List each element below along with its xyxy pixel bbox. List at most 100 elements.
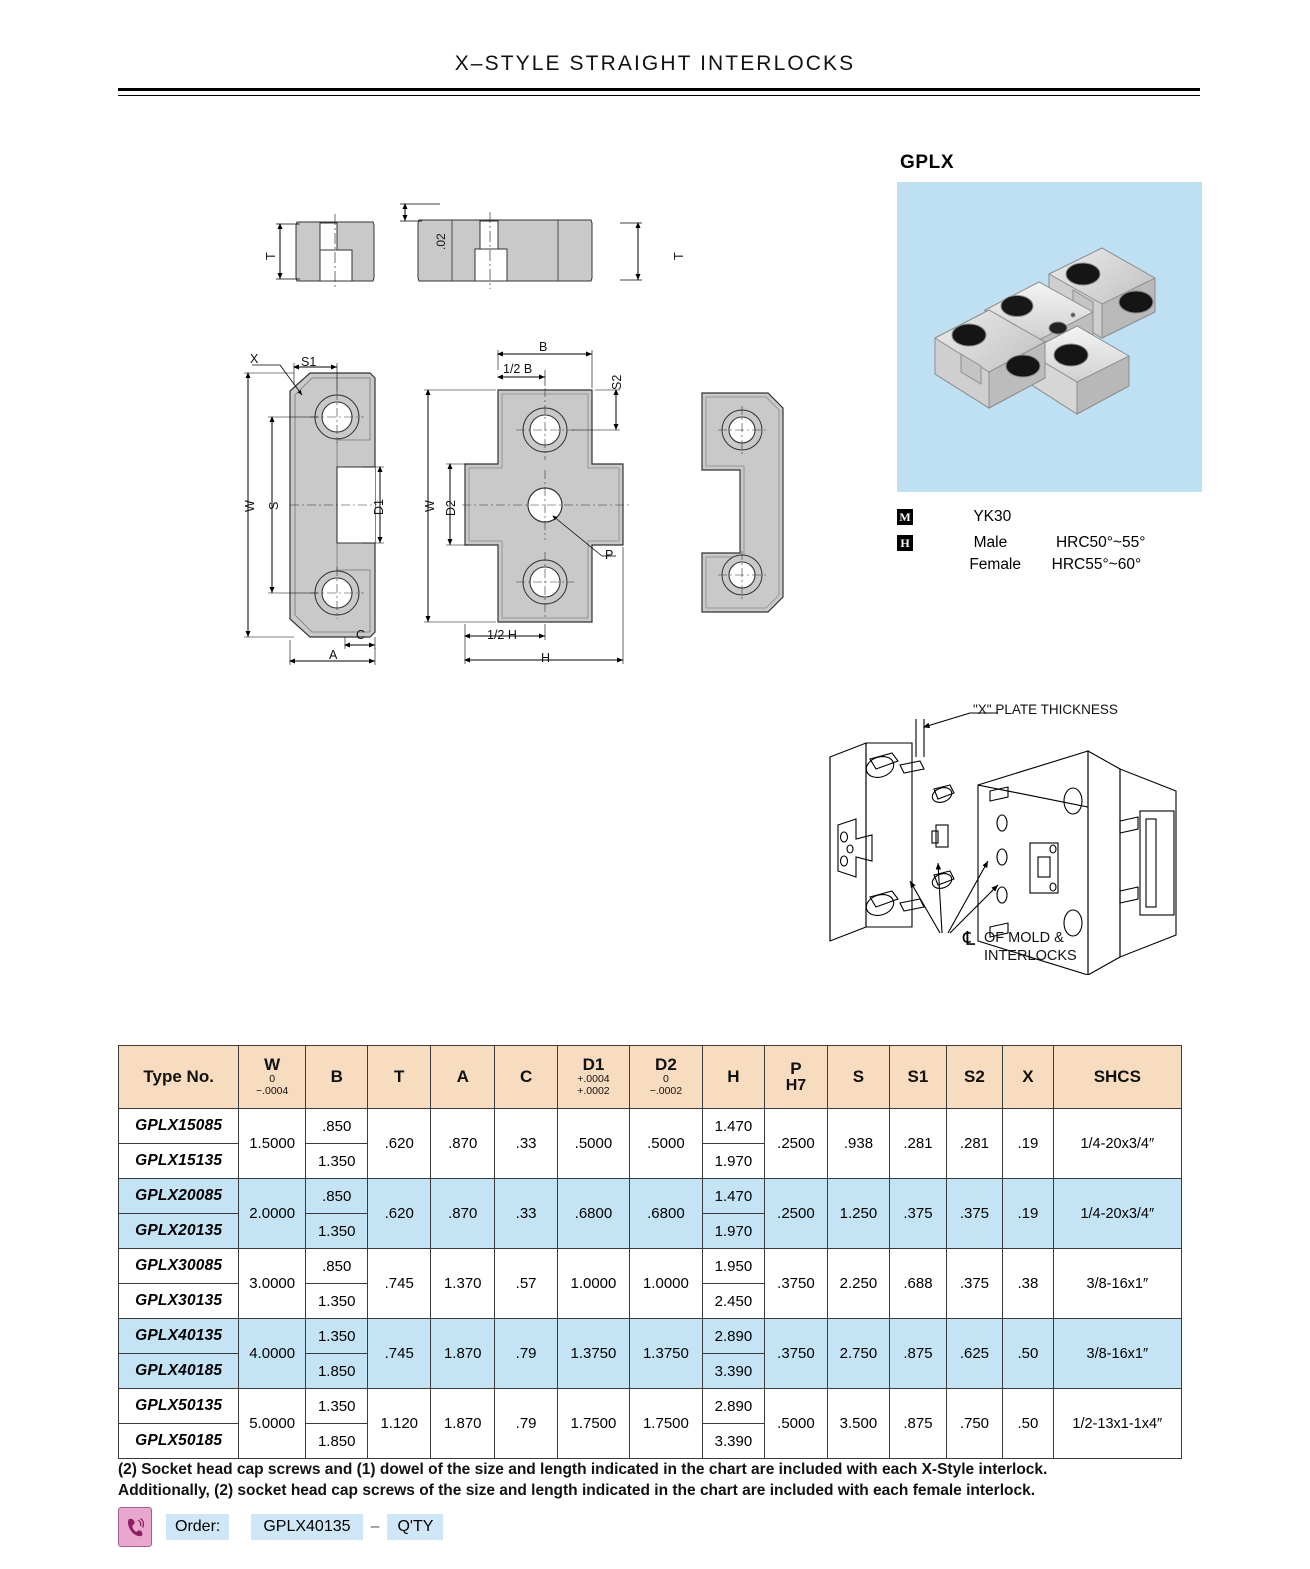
cell-d1: 1.7500 [556, 1388, 631, 1459]
plate-thickness-label: "X" PLATE THICKNESS [973, 702, 1118, 717]
cell-c: .79 [494, 1388, 558, 1459]
cell-b: 1.350 [304, 1143, 369, 1179]
cell-h: 2.890 [701, 1388, 766, 1424]
cell-b: 1.350 [304, 1283, 369, 1319]
col-label-p-sub: H7 [785, 1076, 807, 1094]
order-separator: – [370, 1518, 380, 1535]
cell-s: .938 [826, 1108, 891, 1179]
cell-d2: .6800 [629, 1178, 703, 1249]
cell-t: 1.120 [367, 1388, 431, 1459]
specification-table: Type No. W 0 −.0004 B T A C [117, 1045, 1183, 1459]
col-tol-w-bot: −.0004 [255, 1084, 289, 1097]
cell-s: 2.250 [826, 1248, 891, 1319]
col-header-h: H [701, 1045, 766, 1109]
table-row: GPLX50185 1.850 3.390 [117, 1423, 1182, 1459]
cell-shcs: 1/4-20x3/4″ [1052, 1178, 1183, 1249]
page-title: X–STYLE STRAIGHT INTERLOCKS [454, 52, 856, 75]
cell-s2: .375 [945, 1178, 1004, 1249]
dim-label-B: B [539, 340, 548, 354]
male-hardness-value: HRC50°~55° [1055, 534, 1146, 551]
cell-s2: .750 [945, 1388, 1004, 1459]
cell-h: 3.390 [701, 1423, 766, 1459]
cell-a: .870 [429, 1178, 496, 1249]
cell-type-no: GPLX40135 [117, 1318, 240, 1354]
col-tol-d1-top: +.0004 [577, 1073, 610, 1086]
female-hardness-value: HRC55°~60° [1051, 556, 1142, 573]
female-plan-view-drawing [701, 392, 784, 613]
cell-w: 1.5000 [238, 1108, 306, 1179]
dim-label-A: A [329, 648, 338, 662]
cell-c: .33 [494, 1178, 558, 1249]
col-label-s: S [852, 1067, 865, 1087]
col-label-t: T [394, 1067, 405, 1087]
footnote: (2) Socket head cap screws and (1) dowel… [118, 1459, 1188, 1501]
dim-label-D1: D1 [372, 499, 386, 515]
cell-c: .79 [494, 1318, 558, 1389]
cell-type-no: GPLX50185 [117, 1423, 240, 1459]
product-photo [897, 182, 1202, 492]
cell-x: .38 [1002, 1248, 1054, 1319]
cell-b: 1.350 [304, 1318, 369, 1354]
cell-d2: .5000 [629, 1108, 703, 1179]
dim-label-S1: S1 [301, 355, 317, 369]
cell-h: 1.470 [701, 1108, 766, 1144]
col-label-s1: S1 [907, 1067, 929, 1087]
cell-c: .33 [494, 1108, 558, 1179]
cell-p: .2500 [764, 1178, 828, 1249]
cell-s: 3.500 [826, 1388, 891, 1459]
col-header-shcs: SHCS [1052, 1045, 1183, 1109]
order-type-field[interactable]: GPLX40135 [251, 1514, 363, 1540]
order-qty-field[interactable]: Q'TY [387, 1514, 444, 1540]
cell-shcs: 3/8-16x1″ [1052, 1248, 1183, 1319]
col-label-p: P [790, 1058, 802, 1078]
cell-type-no: GPLX30085 [117, 1248, 240, 1284]
cell-type-no: GPLX15135 [117, 1143, 240, 1179]
footnote-line-1: (2) Socket head cap screws and (1) dowel… [118, 1461, 1048, 1478]
cell-b: .850 [304, 1108, 369, 1144]
cell-w: 4.0000 [238, 1318, 306, 1389]
cell-h: 2.890 [701, 1318, 766, 1354]
col-label-shcs: SHCS [1093, 1067, 1141, 1087]
cell-type-no: GPLX40185 [117, 1353, 240, 1389]
dim-label-W-cross: W [423, 500, 437, 512]
col-label-w: W [264, 1055, 281, 1075]
cell-c: .57 [494, 1248, 558, 1319]
cell-a: 1.370 [429, 1248, 496, 1319]
footnote-line-2: Additionally, (2) socket head cap screws… [118, 1482, 1036, 1499]
cell-d1: .5000 [556, 1108, 631, 1179]
cell-s: 1.250 [826, 1178, 891, 1249]
male-label: Male [973, 534, 1008, 551]
cell-x: .50 [1002, 1318, 1054, 1389]
col-header-c: C [494, 1045, 558, 1109]
cell-a: 1.870 [429, 1388, 496, 1459]
cell-s: 2.750 [826, 1318, 891, 1389]
cell-s1: .875 [889, 1388, 947, 1459]
cell-b: .850 [304, 1178, 369, 1214]
dim-label-half-H: 1/2 H [487, 628, 517, 642]
col-label-a: A [456, 1067, 469, 1087]
cell-p: .2500 [764, 1108, 828, 1179]
cell-b: .850 [304, 1248, 369, 1284]
cell-d1: 1.3750 [556, 1318, 631, 1389]
dim-label-X: X [250, 352, 259, 366]
dim-label-C: C [356, 628, 366, 642]
cell-b: 1.350 [304, 1388, 369, 1424]
cell-t: .745 [367, 1318, 431, 1389]
cell-p: .3750 [764, 1318, 828, 1389]
dim-label-S: S [267, 501, 281, 510]
col-tol-d2-top: 0 [662, 1073, 669, 1086]
cell-b: 1.850 [304, 1423, 369, 1459]
col-label-b: B [330, 1067, 343, 1087]
col-header-t: T [367, 1045, 431, 1109]
cell-d1: 1.0000 [556, 1248, 631, 1319]
cell-s2: .625 [945, 1318, 1004, 1389]
side-views-drawing [276, 203, 642, 289]
col-header-x: X [1002, 1045, 1054, 1109]
cell-t: .620 [367, 1108, 431, 1179]
hardness-badge: H [897, 534, 913, 551]
cell-type-no: GPLX20135 [117, 1213, 240, 1249]
col-header-s2: S2 [945, 1045, 1004, 1109]
cell-x: .19 [1002, 1178, 1054, 1249]
